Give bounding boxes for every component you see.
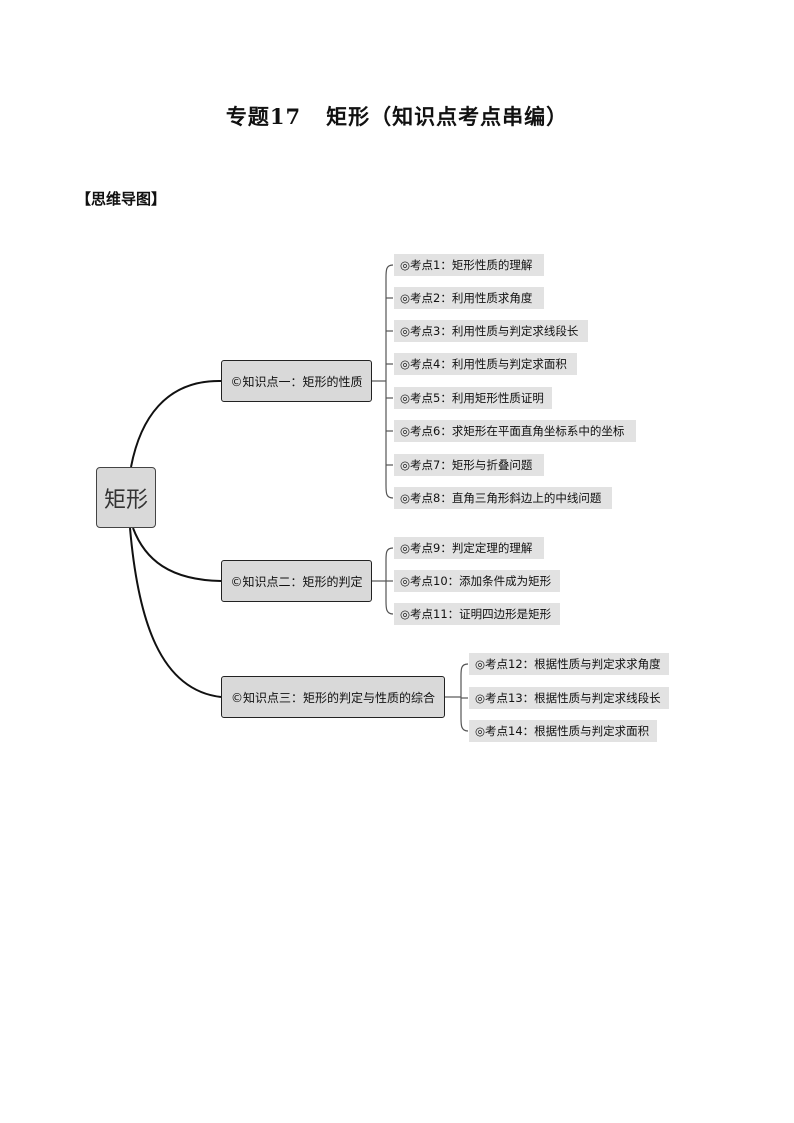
leaf-node: ◎考点14：根据性质与判定求面积 — [469, 720, 657, 742]
leaf-node: ◎考点8：直角三角形斜边上的中线问题 — [394, 487, 612, 509]
leaf-node: ◎考点2：利用性质求角度 — [394, 287, 544, 309]
leaf-node: ◎考点5：利用矩形性质证明 — [394, 387, 552, 409]
leaf-node: ◎考点4：利用性质与判定求面积 — [394, 353, 577, 375]
branch-node-properties: ©知识点一：矩形的性质 — [221, 360, 372, 402]
page-title: 专题17 矩形（知识点考点串编） — [225, 104, 569, 129]
leaf-node: ◎考点6：求矩形在平面直角坐标系中的坐标 — [394, 420, 636, 442]
connector-branch-1-brace — [385, 264, 394, 499]
leaf-node: ◎考点10：添加条件成为矩形 — [394, 570, 560, 592]
leaf-node: ◎考点9：判定定理的理解 — [394, 537, 544, 559]
connector-root-branch-1 — [130, 379, 222, 468]
branch-node-combined: ©知识点三：矩形的判定与性质的综合 — [221, 676, 445, 718]
branch-node-determination: ©知识点二：矩形的判定 — [221, 560, 372, 602]
connector-root-branch-3 — [129, 527, 222, 698]
leaf-node: ◎考点7：矩形与折叠问题 — [394, 454, 544, 476]
leaf-node: ◎考点1：矩形性质的理解 — [394, 254, 544, 276]
section-heading: 【思维导图】 — [76, 190, 167, 208]
leaf-node: ◎考点11：证明四边形是矩形 — [394, 603, 560, 625]
leaf-node: ◎考点3：利用性质与判定求线段长 — [394, 320, 588, 342]
connector-root-branch-2 — [132, 527, 222, 582]
leaf-node: ◎考点12：根据性质与判定求求角度 — [469, 653, 669, 675]
root-node: 矩形 — [96, 467, 156, 528]
connector-branch-3-brace — [460, 663, 469, 732]
leaf-node: ◎考点13：根据性质与判定求线段长 — [469, 687, 669, 709]
